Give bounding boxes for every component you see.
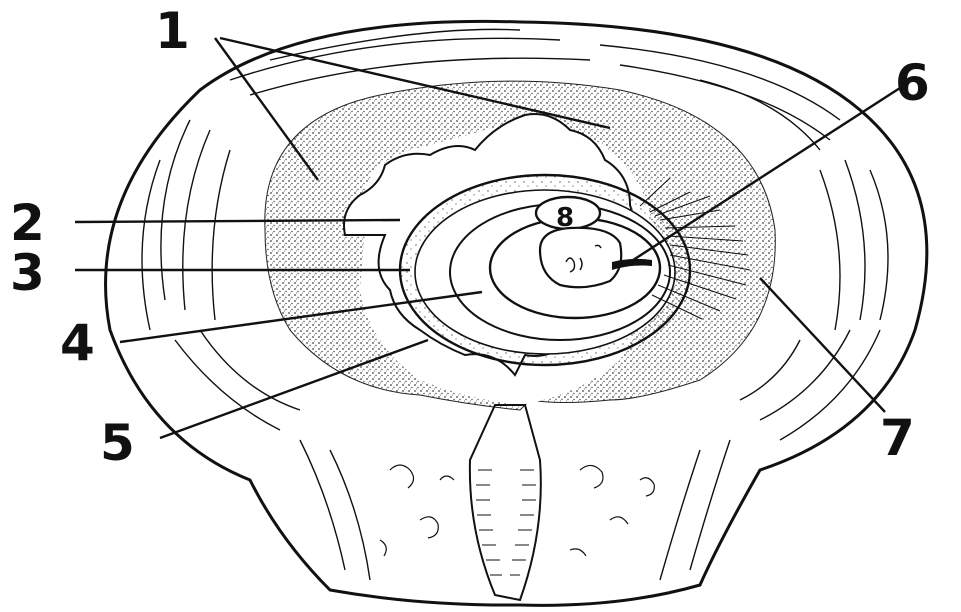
- callout-8: 8: [556, 203, 574, 233]
- leader-7: [760, 278, 885, 412]
- cervical-canal: [470, 405, 541, 600]
- canal-rugae: [476, 470, 536, 575]
- embryo: [540, 228, 621, 287]
- callout-4: 4: [60, 314, 95, 372]
- callout-7: 7: [880, 409, 915, 467]
- callout-3: 3: [10, 244, 45, 302]
- callout-5: 5: [100, 414, 135, 472]
- callout-1: 1: [155, 2, 190, 60]
- callout-6: 6: [895, 54, 930, 112]
- cervical-glands: [380, 465, 654, 556]
